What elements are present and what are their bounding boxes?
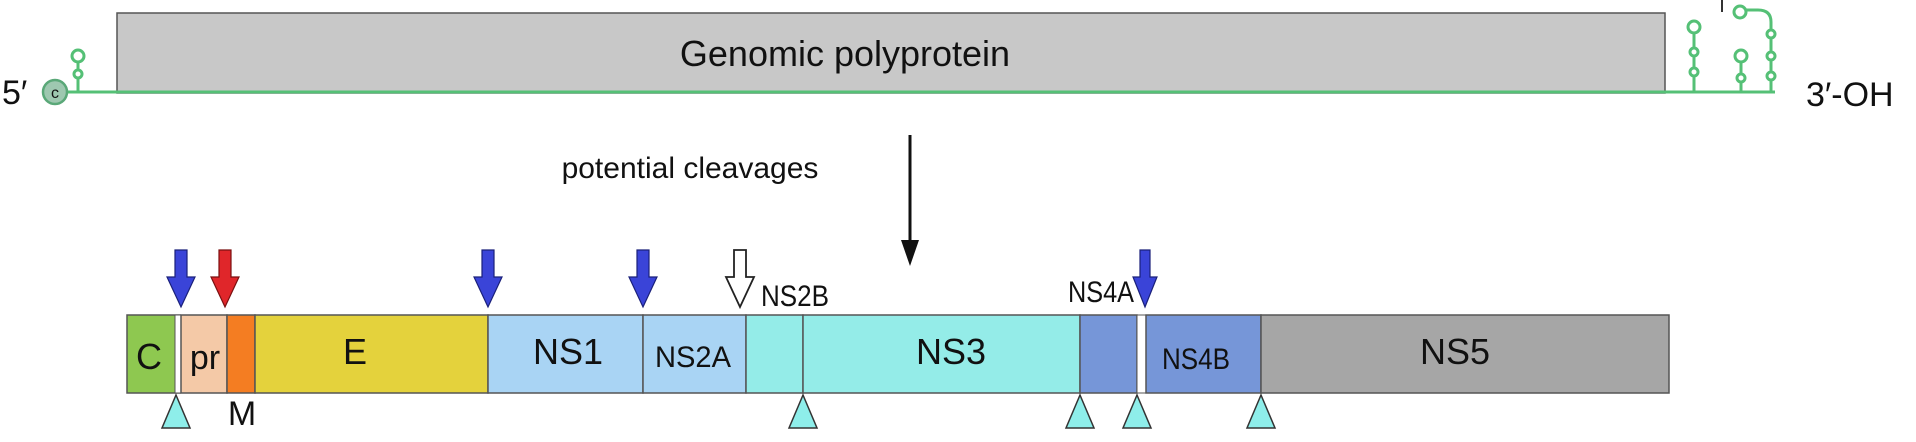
- cap-icon: [41, 78, 69, 106]
- segment-label-M: M: [228, 395, 256, 433]
- segment-pr: [180, 314, 228, 394]
- segment-label-NS3: NS3: [916, 331, 986, 372]
- protease-site-triangles: [160, 393, 1277, 429]
- segment-NS4B: [1145, 314, 1262, 394]
- segment-label-NS1: NS1: [533, 331, 603, 372]
- genome-rna: Genomic polyprotein 5′ c: [2, 0, 1894, 114]
- protease-site-icon: [160, 393, 192, 429]
- segment-label-C: C: [136, 336, 162, 377]
- cleavage-arrow-icon: [901, 135, 919, 266]
- segment-NS2B: [745, 314, 804, 394]
- protease-site-icon: [1064, 393, 1096, 429]
- cleavage-label: potential cleavages: [562, 152, 819, 185]
- cleavage-arrow-white-icon: [724, 249, 756, 310]
- segment-NS5: [1260, 314, 1670, 394]
- segment-NS3: [802, 314, 1081, 394]
- segment-C-signal: [174, 314, 182, 394]
- segment-NS1: [487, 314, 644, 394]
- five-prime-label: 5′: [2, 74, 27, 112]
- processed-polyprotein: C pr M E NS1 NS2A NS2B NS3 NS4A NS4B NS5: [126, 249, 1670, 433]
- cap-label: c: [51, 85, 59, 102]
- protease-site-icon: [787, 393, 819, 429]
- segment-2K: [1136, 314, 1147, 394]
- segment-label-NS4B: NS4B: [1162, 343, 1230, 376]
- cleavage-arrow-blue-icon: [473, 249, 503, 309]
- segment-label-NS4A: NS4A: [1068, 276, 1134, 309]
- protease-site-icon: [1245, 393, 1277, 429]
- segment-E: [254, 314, 489, 394]
- segment-label-NS2B: NS2B: [761, 280, 829, 313]
- segment-NS2A: [642, 314, 747, 394]
- segment-M: [226, 314, 256, 394]
- protease-site-icon: [1121, 393, 1153, 429]
- three-prime-label: 3′-OH: [1806, 76, 1894, 114]
- genomic-polyprotein-label: Genomic polyprotein: [680, 33, 1010, 74]
- cleavage-arrow-blue-icon: [166, 249, 196, 309]
- three-prime-stem-loops-icon: [1686, 0, 1777, 92]
- five-prime-stem-loop-icon: [70, 48, 86, 92]
- segment-C: [126, 314, 181, 394]
- genomic-polyprotein-box: [116, 12, 1666, 94]
- segment-label-NS2A: NS2A: [655, 341, 731, 374]
- segment-label-pr: pr: [190, 339, 220, 377]
- cleavage-arrow-blue-icon: [628, 249, 658, 309]
- cleavage-arrow-blue-icon: [1132, 249, 1158, 309]
- segment-label-NS5: NS5: [1420, 331, 1490, 372]
- cleavage-arrow-red-icon: [210, 249, 240, 309]
- segment-NS4A: [1079, 314, 1138, 394]
- segment-label-E: E: [343, 331, 367, 372]
